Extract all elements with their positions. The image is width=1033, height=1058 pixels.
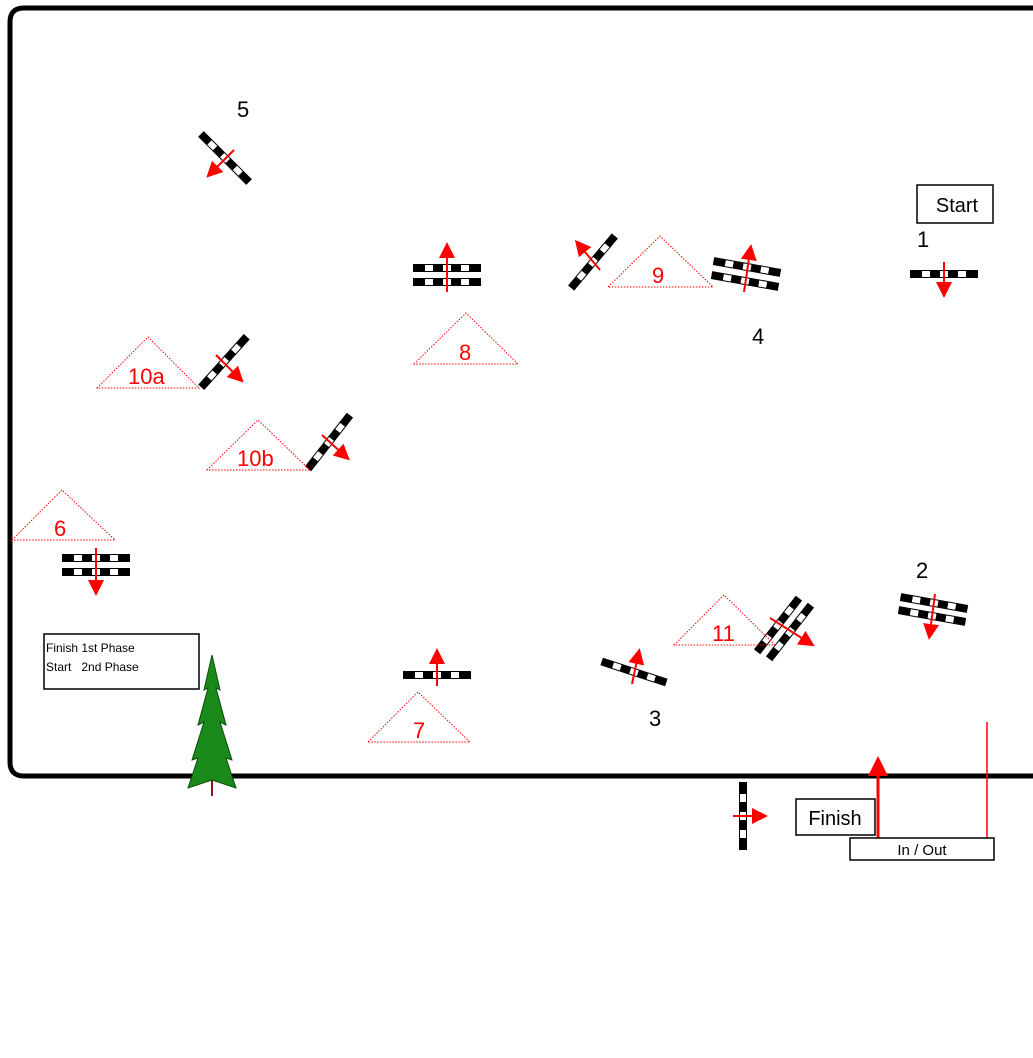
in-out-entrance: In / Out bbox=[849, 722, 995, 861]
direction-arrow-icon bbox=[574, 239, 601, 271]
start-label: Start bbox=[936, 195, 979, 217]
jump-8 bbox=[413, 242, 481, 292]
phase-change-line2: Start 2nd Phase bbox=[46, 660, 139, 674]
jump-number-10a: 10a bbox=[128, 364, 165, 389]
triangle-6 bbox=[10, 489, 117, 541]
jump-2 bbox=[897, 593, 969, 640]
jump-10a bbox=[198, 334, 250, 390]
direction-arrow-icon bbox=[923, 593, 939, 640]
finish-box: Finish bbox=[795, 798, 876, 836]
jump-number-5: 5 bbox=[237, 97, 249, 122]
jump-11 bbox=[753, 595, 815, 662]
direction-arrow-icon bbox=[740, 244, 757, 293]
direction-arrow-icon bbox=[215, 354, 244, 383]
triangle-10b bbox=[205, 419, 312, 471]
triangle-11 bbox=[672, 594, 777, 646]
jump-4 bbox=[710, 244, 782, 293]
jump-10b bbox=[304, 412, 354, 472]
jump-7 bbox=[403, 648, 471, 686]
jump-number-4: 4 bbox=[752, 324, 764, 349]
jump-5 bbox=[198, 131, 252, 185]
finish-jump bbox=[733, 782, 768, 850]
in-out-label: In / Out bbox=[897, 842, 947, 859]
pine-tree-icon bbox=[187, 654, 237, 796]
direction-arrow-icon bbox=[321, 434, 350, 461]
entry-arrow-icon bbox=[868, 756, 888, 776]
triangle-8 bbox=[412, 312, 520, 365]
jump-number-9: 9 bbox=[652, 263, 664, 288]
jump-number-1: 1 bbox=[917, 227, 929, 252]
phase2-markers bbox=[10, 235, 777, 743]
jump-9 bbox=[568, 233, 618, 291]
jump-number-7: 7 bbox=[413, 718, 425, 743]
jump-number-2: 2 bbox=[916, 558, 928, 583]
direction-arrow-icon bbox=[769, 617, 815, 647]
jump-number-3: 3 bbox=[649, 706, 661, 731]
jump-6 bbox=[62, 548, 130, 596]
phase-change-line1: Finish 1st Phase bbox=[46, 641, 135, 655]
triangle-10a bbox=[95, 336, 201, 389]
jump-number-8: 8 bbox=[459, 340, 471, 365]
phase-change-box: Finish 1st Phase Start 2nd Phase bbox=[43, 633, 200, 690]
triangle-9 bbox=[606, 235, 715, 288]
direction-arrow-icon bbox=[206, 149, 235, 178]
jump-number-10b: 10b bbox=[237, 446, 274, 471]
start-box: Start bbox=[916, 184, 994, 224]
finish-label: Finish bbox=[808, 808, 861, 830]
arena-border bbox=[7, 5, 1033, 779]
jump-number-11: 11 bbox=[712, 621, 735, 646]
jump-number-6: 6 bbox=[54, 516, 66, 541]
jump-3 bbox=[600, 648, 668, 687]
jump-1 bbox=[910, 262, 978, 298]
direction-arrow-icon bbox=[628, 648, 645, 685]
